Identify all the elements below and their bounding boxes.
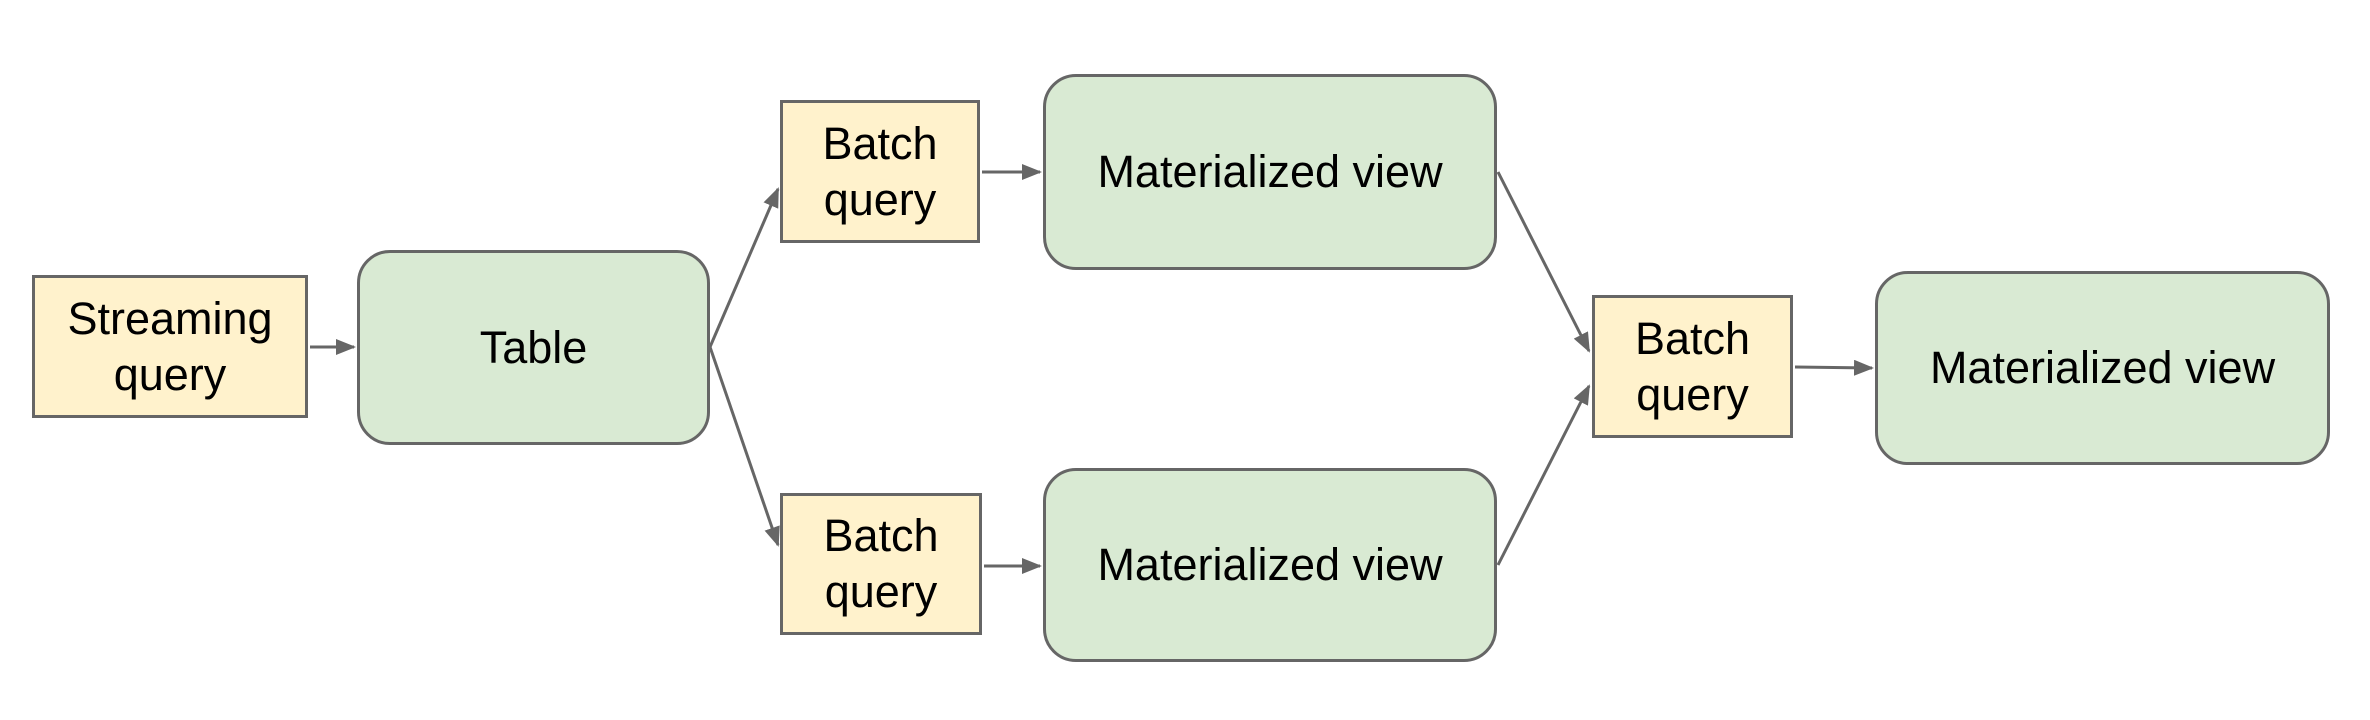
node-streaming-query-label: Streaming query: [67, 292, 273, 400]
node-batch-query-top-label: Batch query: [822, 117, 938, 225]
node-table-label: Table: [479, 321, 588, 373]
node-materialized-view-bottom-label: Materialized view: [1097, 539, 1443, 591]
node-batch-query-right-label: Batch query: [1634, 312, 1751, 420]
node-table: Table: [357, 250, 710, 445]
node-batch-query-bottom: Batch query: [780, 493, 982, 635]
edge-table-to-batch-query-bottom: [708, 346, 780, 547]
edge-mat-view-bottom-to-batch-query-right: [1496, 384, 1591, 566]
node-materialized-view-bottom: Materialized view: [1043, 468, 1497, 662]
node-materialized-view-top-label: Materialized view: [1097, 146, 1443, 198]
node-batch-query-top: Batch query: [780, 100, 980, 243]
edge-mat-view-top-to-batch-query-right: [1496, 171, 1591, 353]
node-materialized-view-right: Materialized view: [1875, 271, 2330, 465]
node-streaming-query: Streaming query: [32, 275, 308, 418]
edge-table-to-batch-query-top: [708, 187, 780, 348]
edge-batch-query-right-to-mat-view-right: [1794, 359, 1874, 376]
node-batch-query-bottom-label: Batch query: [823, 510, 939, 617]
node-batch-query-right: Batch query: [1592, 295, 1793, 438]
node-materialized-view-top: Materialized view: [1043, 74, 1497, 270]
node-materialized-view-right-label: Materialized view: [1929, 342, 2276, 394]
